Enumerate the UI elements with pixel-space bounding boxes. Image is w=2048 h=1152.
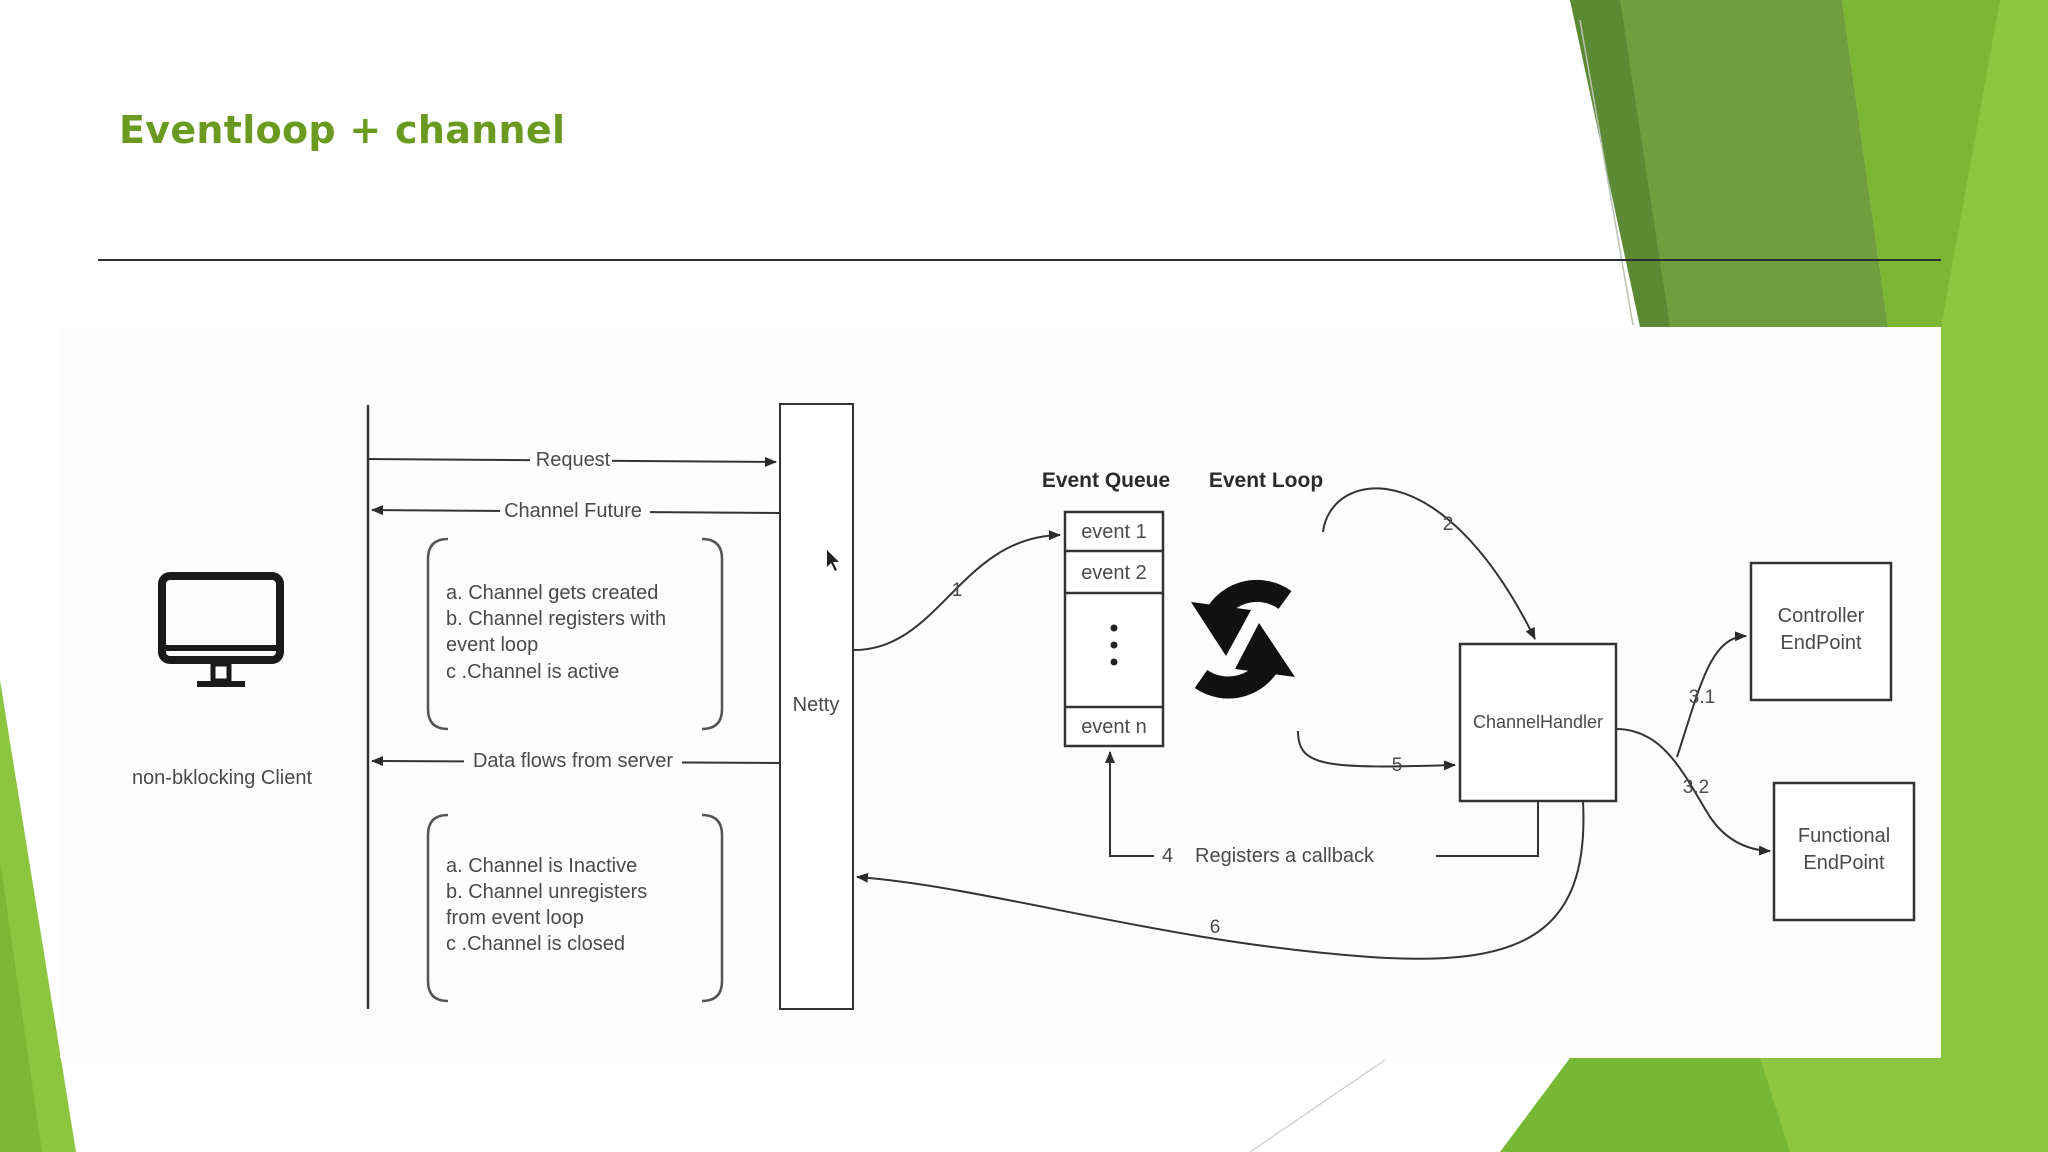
theme-shapes-bottom-right [1249, 1058, 1941, 1152]
step-3-2-arrow [1615, 728, 1771, 856]
channel-future-label: Channel Future [504, 500, 642, 522]
functional-endpoint-line: Functional [1798, 825, 1890, 847]
lifecycle-top-line: a. Channel gets created [446, 582, 658, 604]
theme-shapes-left-edge [0, 680, 76, 1152]
ellipsis-dot [1110, 641, 1118, 649]
lifecycle-top-left-bracket [426, 537, 449, 731]
slide-title: Eventloop + channel [119, 108, 566, 152]
netty-label: Netty [793, 694, 840, 716]
step-2-label: 2 [1443, 514, 1454, 535]
callback-label-bg [1154, 843, 1436, 867]
lifecycle-top-list: a. Channel gets created b. Channel regis… [446, 582, 666, 683]
lifecycle-top-line: b. Channel registers with [446, 608, 666, 630]
lifecycle-bottom-left-bracket [426, 813, 449, 1003]
client-label: non-bklocking Client [132, 767, 313, 789]
lifecycle-top-line: event loop [446, 634, 538, 656]
lifecycle-bottom-line: a. Channel is Inactive [446, 855, 637, 877]
step-1-label: 1 [952, 580, 963, 601]
step-1-arrow [853, 530, 1061, 651]
refresh-cycle-icon [1191, 579, 1295, 699]
step-3-2-label: 3.2 [1683, 777, 1709, 798]
controller-endpoint-line: Controller [1778, 605, 1865, 627]
netty-box [779, 403, 854, 1010]
step-3-1-arrow [1676, 631, 1747, 758]
step-5-arrow [1297, 730, 1456, 771]
channel-handler-label: ChannelHandler [1473, 712, 1603, 732]
event-queue-item: event 1 [1081, 521, 1147, 543]
lifecycle-top-line: c .Channel is active [446, 661, 619, 683]
functional-endpoint-line: EndPoint [1803, 852, 1885, 874]
lifecycle-bottom-line: b. Channel unregisters [446, 881, 647, 903]
step-3-1-label: 3.1 [1689, 687, 1715, 708]
functional-endpoint-box [1772, 781, 1916, 922]
lifecycle-bottom-line: c .Channel is closed [446, 933, 625, 955]
event-queue-title: Event Queue [1042, 469, 1170, 492]
lifecycle-top-right-bracket [701, 537, 724, 731]
data-flows-label: Data flows from server [473, 750, 673, 772]
lifecycle-bottom-list: a. Channel is Inactive b. Channel unregi… [446, 855, 647, 955]
request-label-bg [530, 447, 612, 471]
channel-future-label-bg [500, 499, 650, 523]
client-monitor-icon [158, 572, 284, 687]
event-queue-item: event 2 [1081, 562, 1147, 584]
event-queue: event 1 event 2 event n [1063, 510, 1165, 748]
request-label: Request [536, 449, 611, 471]
ellipsis-dot [1110, 658, 1118, 666]
step-5-label: 5 [1392, 755, 1403, 776]
step-6-label: 6 [1210, 917, 1221, 938]
data-flows-label-bg [464, 749, 682, 773]
event-loop-title: Event Loop [1209, 469, 1323, 492]
controller-endpoint-line: EndPoint [1780, 632, 1862, 654]
title-divider [98, 259, 1941, 261]
lifecycle-bottom-line: from event loop [446, 907, 584, 929]
step-2-arrow [1322, 487, 1536, 640]
channel-handler-box [1458, 642, 1618, 803]
ellipsis-dot [1110, 624, 1118, 632]
mouse-cursor-icon [827, 550, 839, 571]
lifecycle-bottom-right-bracket [701, 813, 724, 1003]
theme-shapes-right-edge [1941, 300, 2048, 1152]
controller-endpoint-box [1749, 561, 1893, 702]
eventloop-channel-diagram: non-bklocking Client Netty Request Chann… [132, 403, 1916, 1010]
diagram-panel: non-bklocking Client Netty Request Chann… [60, 327, 1941, 1058]
step-4-label: 4 [1162, 845, 1173, 867]
step-6-arrow [856, 800, 1585, 960]
callback-label: Registers a callback [1195, 845, 1375, 867]
event-queue-item: event n [1081, 716, 1147, 738]
